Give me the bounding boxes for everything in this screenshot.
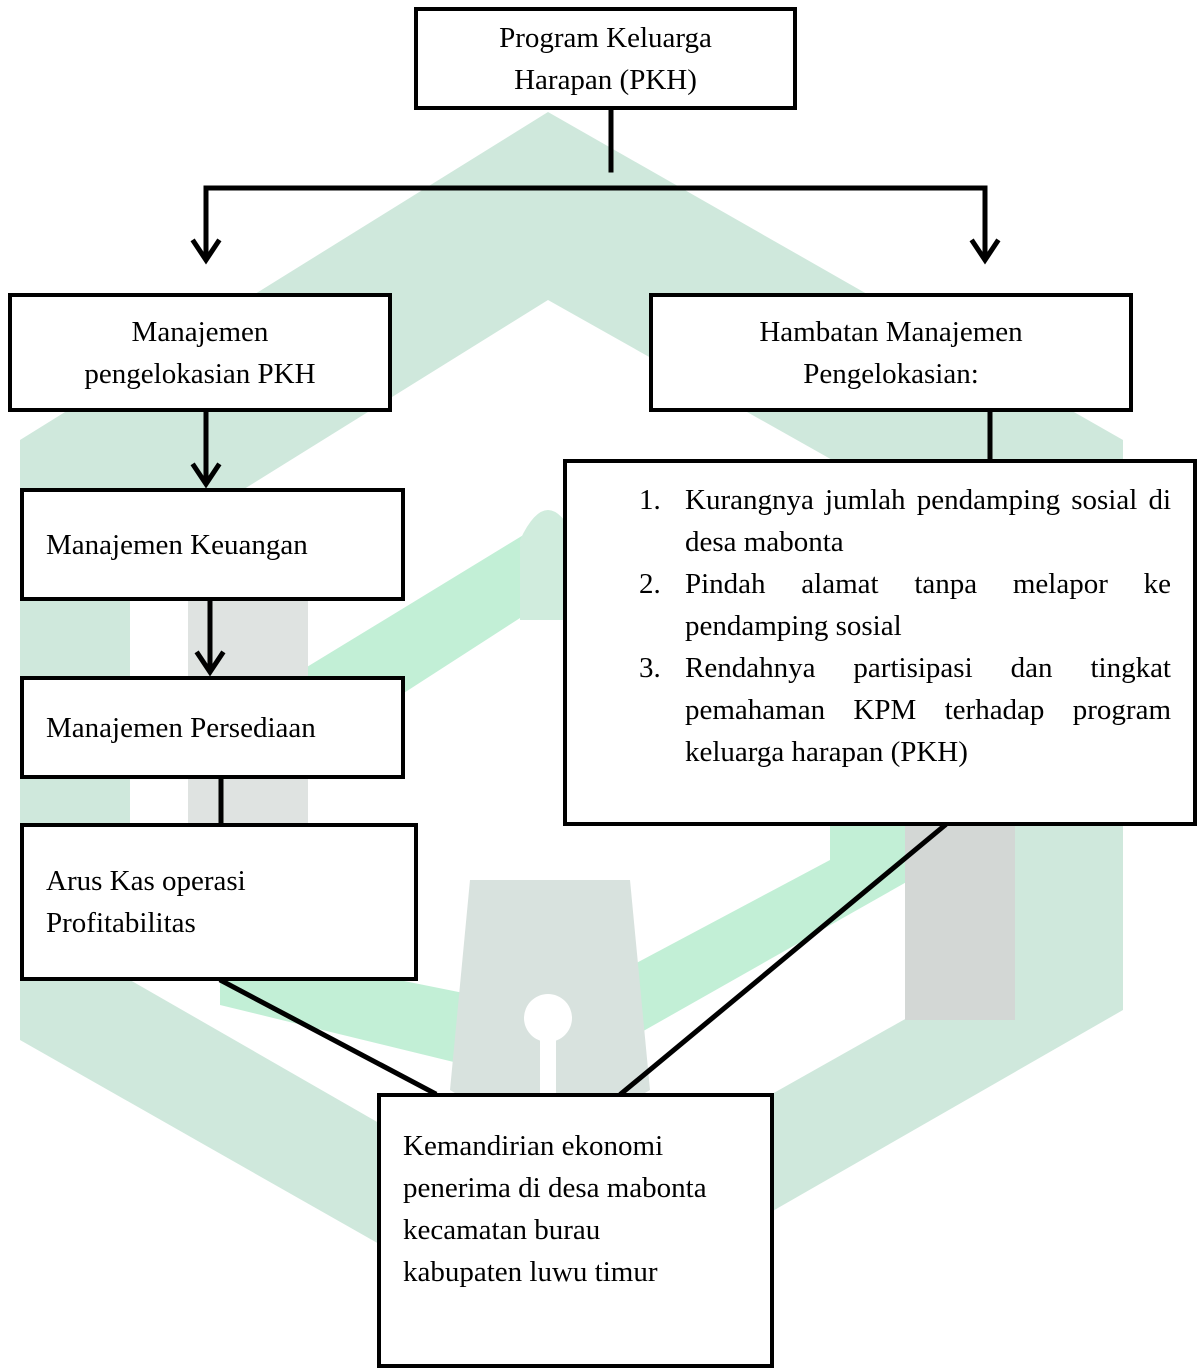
list-item-text: Rendahnya partisipasi dan tingkat pemaha… bbox=[685, 652, 1171, 768]
management-line2: pengelokasian PKH bbox=[84, 357, 316, 390]
list-item-number: 1. bbox=[639, 484, 661, 516]
arrowhead-inventory bbox=[194, 650, 226, 677]
inventory-label: Manajemen Persediaan bbox=[46, 711, 316, 744]
economic-independence-box: Kemandirian ekonomi penerima di desa mab… bbox=[377, 1093, 774, 1368]
list-item: 2. Pindah alamat tanpa melapor ke pendam… bbox=[567, 563, 1171, 647]
watermark-dome bbox=[520, 510, 576, 620]
arrowhead-right bbox=[969, 238, 1001, 265]
watermark-pen-hole bbox=[524, 994, 572, 1042]
list-item-text: Pindah alamat tanpa melapor ke pendampin… bbox=[685, 568, 1171, 642]
bottom-line2: penerima di desa mabonta bbox=[403, 1172, 707, 1204]
finance-management-box: Manajemen Keuangan bbox=[20, 488, 405, 601]
list-item: 1. Kurangnya jumlah pendamping sosial di… bbox=[567, 479, 1171, 563]
finance-label: Manajemen Keuangan bbox=[46, 528, 308, 561]
bottom-line4: kabupaten luwu timur bbox=[403, 1256, 658, 1288]
cashflow-line2: Profitabilitas bbox=[46, 907, 196, 939]
arrowhead-finance bbox=[190, 462, 222, 489]
cashflow-line1: Arus Kas operasi bbox=[46, 865, 246, 897]
management-line1: Manajemen bbox=[131, 315, 269, 348]
list-item-text: Kurangnya jumlah pendamping sosial di de… bbox=[685, 484, 1171, 558]
connector-list-bottom bbox=[618, 822, 948, 1097]
obstacles-list-box: 1. Kurangnya jumlah pendamping sosial di… bbox=[563, 459, 1197, 826]
program-pkh-line2: Harapan (PKH) bbox=[514, 63, 697, 96]
list-item: 3. Rendahnya partisipasi dan tingkat pem… bbox=[567, 647, 1171, 773]
obstacle-heading-box: Hambatan Manajemen Pengelokasian: bbox=[649, 293, 1133, 412]
arrowhead-left bbox=[190, 238, 222, 265]
obstacles-list: 1. Kurangnya jumlah pendamping sosial di… bbox=[567, 479, 1171, 773]
obstacle-line1: Hambatan Manajemen bbox=[759, 315, 1023, 348]
program-pkh-box: Program Keluarga Harapan (PKH) bbox=[414, 7, 797, 110]
bottom-line1: Kemandirian ekonomi bbox=[403, 1130, 664, 1162]
management-allocation-box: Manajemen pengelokasian PKH bbox=[8, 293, 392, 412]
program-pkh-line1: Program Keluarga bbox=[499, 21, 712, 54]
obstacle-line2: Pengelokasian: bbox=[803, 357, 979, 390]
list-item-number: 3. bbox=[639, 652, 661, 684]
bottom-line3: kecamatan burau bbox=[403, 1214, 601, 1246]
cashflow-box: Arus Kas operasi Profitabilitas bbox=[20, 823, 418, 981]
inventory-management-box: Manajemen Persediaan bbox=[20, 676, 405, 779]
connector-cashflow-bottom bbox=[218, 977, 438, 1097]
list-item-number: 2. bbox=[639, 568, 661, 600]
